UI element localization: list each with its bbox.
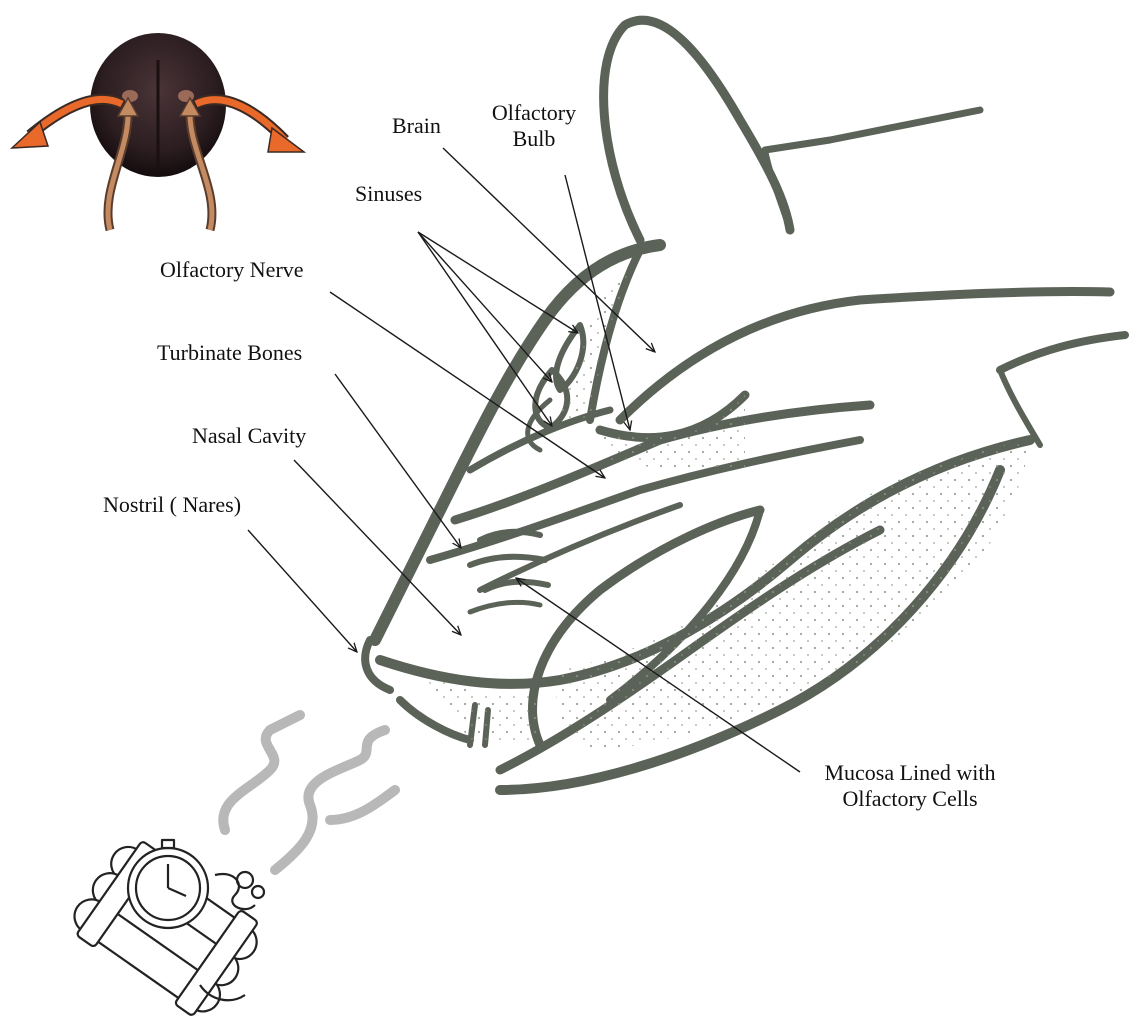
label-mucosa-line1: Mucosa Lined with [795, 760, 1025, 786]
label-sinuses: Sinuses [355, 181, 422, 207]
bomb-icon [64, 832, 269, 1024]
sinus-leader-2 [418, 232, 552, 382]
label-olfactory-bulb: Olfactory Bulb [478, 100, 590, 152]
scent-wisp-icon [223, 715, 395, 870]
label-olfactory-bulb-line2: Bulb [478, 126, 590, 152]
label-nasal-cavity: Nasal Cavity [192, 423, 306, 449]
label-mucosa-line2: Olfactory Cells [795, 786, 1025, 812]
label-mucosa: Mucosa Lined with Olfactory Cells [795, 760, 1025, 812]
label-brain: Brain [392, 113, 441, 139]
sinus-leader-1 [418, 232, 578, 333]
nostril-leader [248, 530, 357, 652]
label-olfactory-nerve: Olfactory Nerve [160, 257, 304, 283]
label-turbinate-bones: Turbinate Bones [157, 340, 302, 366]
label-olfactory-bulb-line1: Olfactory [478, 100, 590, 126]
label-nostril: Nostril ( Nares) [103, 492, 241, 518]
